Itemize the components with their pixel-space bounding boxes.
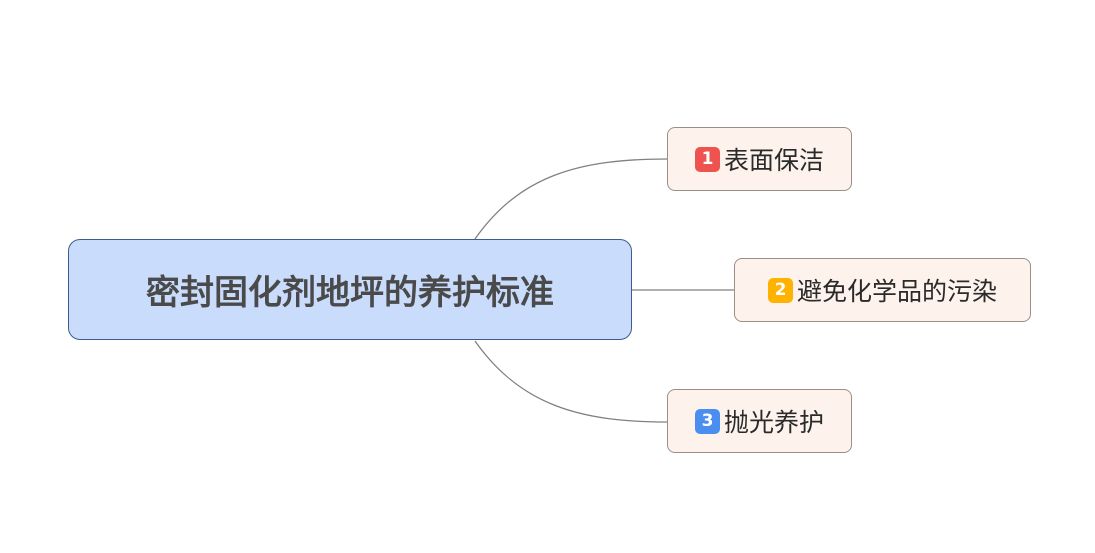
priority-2-icon: 2: [767, 277, 793, 303]
topic-label: 表面保洁: [723, 146, 824, 175]
connector-3: [474, 340, 668, 423]
connector-1: [474, 158, 668, 240]
root-topic[interactable]: 密封固化剂地坪的养护标准: [68, 239, 632, 340]
topic-avoid-chemical-pollution[interactable]: 2 避免化学品的污染: [734, 258, 1031, 322]
root-topic-label: 密封固化剂地坪的养护标准: [146, 273, 554, 313]
topic-label: 抛光养护: [723, 408, 824, 437]
topic-label: 避免化学品的污染: [796, 277, 997, 306]
topic-polish-maintenance[interactable]: 3 抛光养护: [667, 389, 852, 453]
priority-3-icon: 3: [694, 408, 720, 434]
priority-1-icon: 1: [694, 146, 720, 172]
topic-surface-cleaning[interactable]: 1 表面保洁: [667, 127, 852, 191]
